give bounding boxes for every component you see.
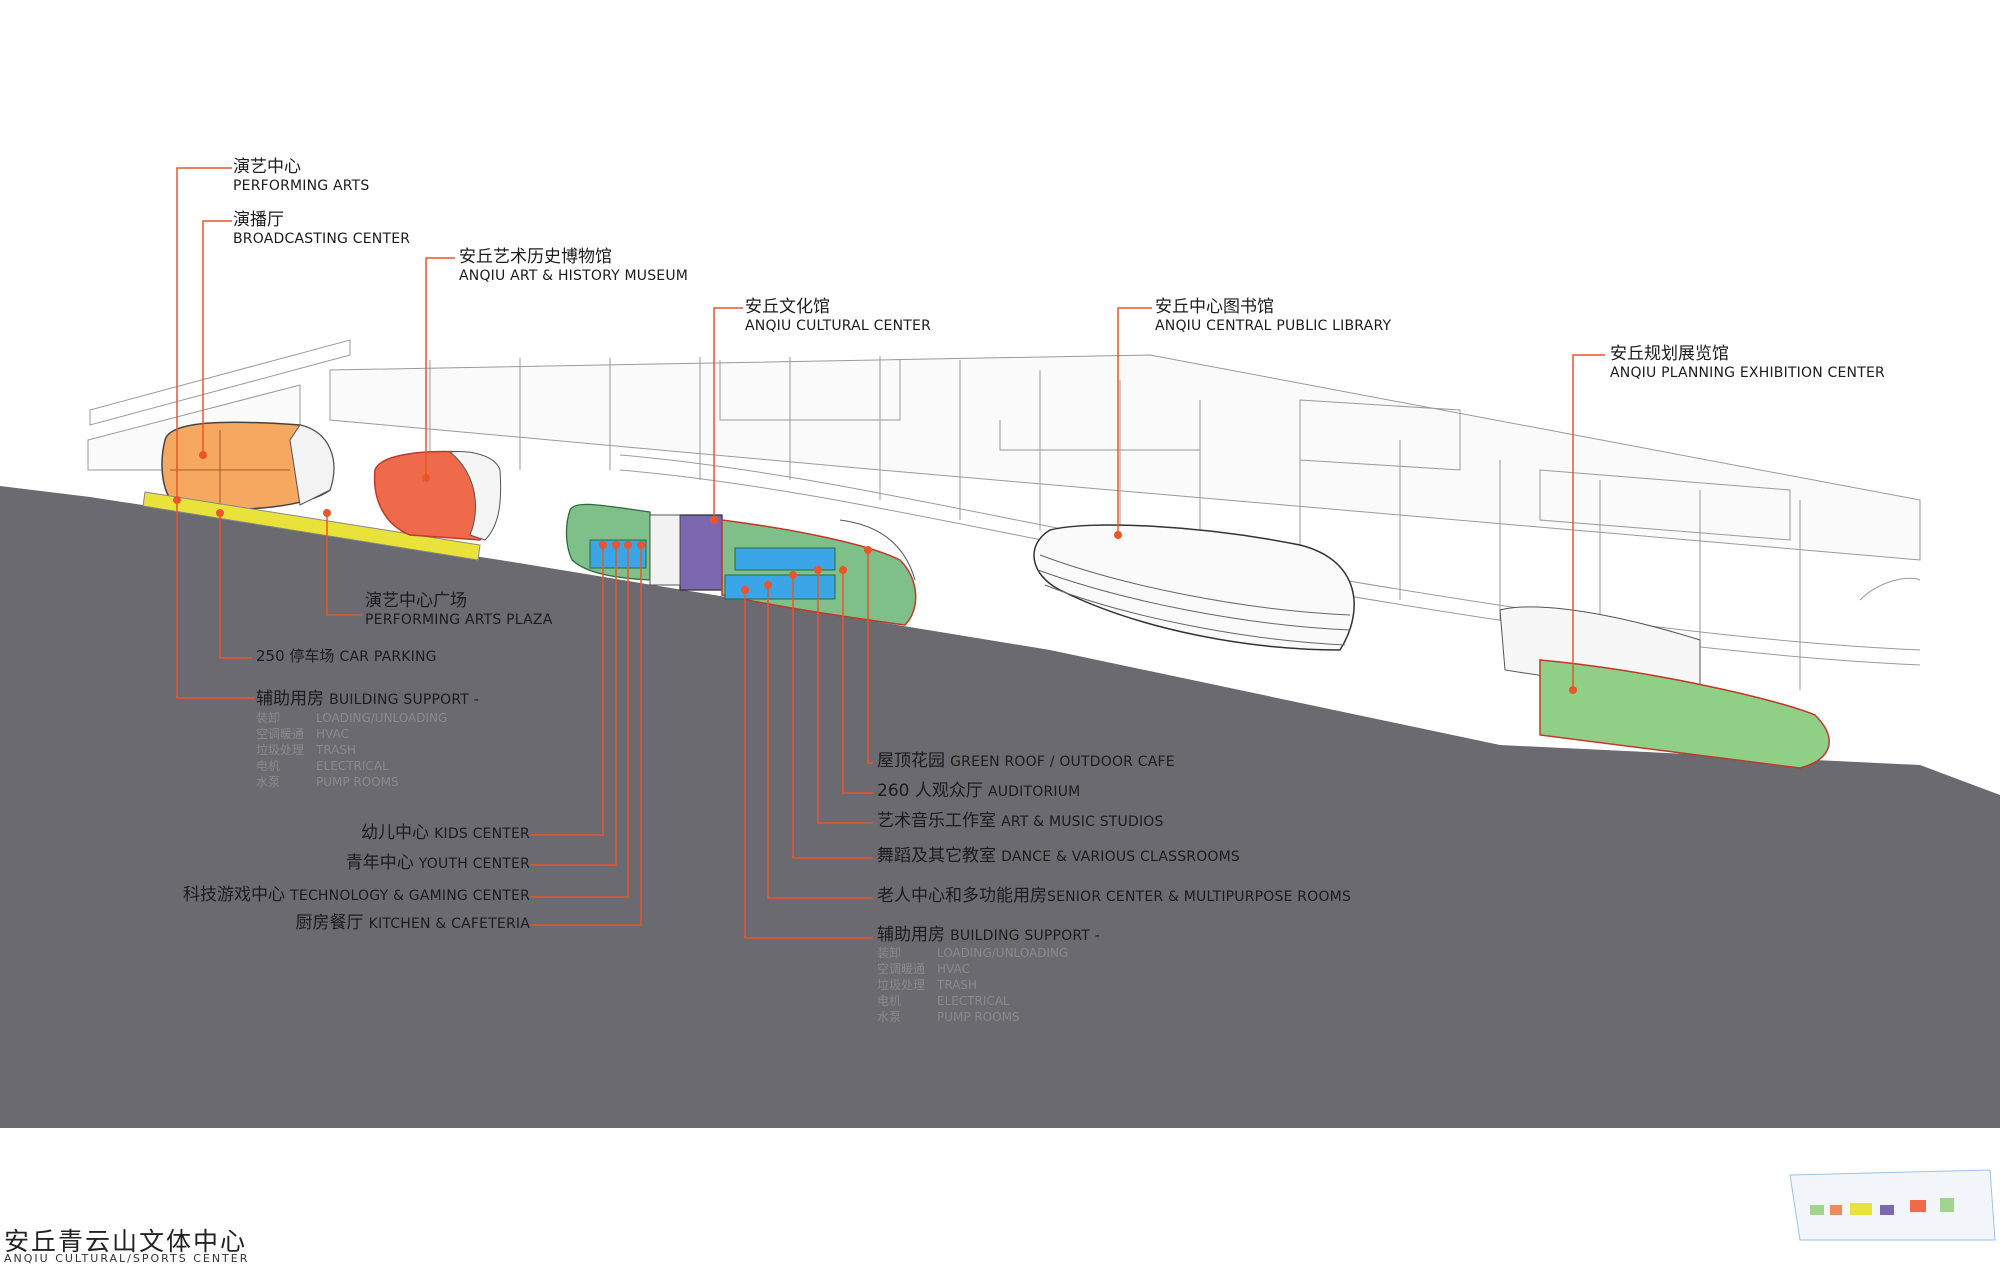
drawing-subtitle: ANQIU CULTURAL/SPORTS CENTER [4,1252,250,1265]
library-building [1033,524,1355,651]
support-en: HVAC [316,727,349,741]
label-auditorium: 260 人观众厅 AUDITORIUM [877,781,1081,802]
label-technology-gaming-center: 科技游戏中心 TECHNOLOGY & GAMING CENTER [183,885,530,906]
label-zh: 屋顶花园 [877,751,945,771]
performing-arts-building [161,421,335,510]
label-cultural-center: 安丘文化馆 ANQIU CULTURAL CENTER [745,297,931,334]
label-en: CAR PARKING [339,649,437,665]
label-zh: 安丘艺术历史博物馆 [459,247,612,267]
label-zh: 安丘文化馆 [745,297,830,317]
label-en: ANQIU CENTRAL PUBLIC LIBRARY [1155,317,1392,334]
label-car-parking: 250 停车场 CAR PARKING [256,647,437,665]
label-en: GREEN ROOF / OUTDOOR CAFE [950,754,1175,770]
support-en: PUMP ROOMS [937,1010,1020,1024]
label-zh: 幼儿中心 [361,823,430,843]
label-zh: 辅助用房 [877,925,945,945]
label-zh: 演艺中心 [233,157,301,177]
label-central-public-library: 安丘中心图书馆 ANQIU CENTRAL PUBLIC LIBRARY [1155,297,1392,334]
label-en: KIDS CENTER [434,826,530,842]
label-en: TECHNOLOGY & GAMING CENTER [290,888,530,904]
label-en: ART & MUSIC STUDIOS [1001,814,1164,830]
label-performing-arts: 演艺中心 PERFORMING ARTS [233,157,370,194]
label-zh: 厨房餐厅 [295,913,364,933]
label-zh: 舞蹈及其它教室 [877,846,996,866]
support-en: TRASH [937,978,978,992]
label-art-history-museum: 安丘艺术历史博物馆 ANQIU ART & HISTORY MUSEUM [459,247,689,284]
support-list-right: 装卸 LOADING/UNLOADING 空调暖通 HVAC 垃圾处理 TRASH 电… [877,945,1068,1025]
label-en: ANQIU ART & HISTORY MUSEUM [459,267,689,284]
label-youth-center: 青年中心 YOUTH CENTER [345,853,530,874]
support-en: HVAC [937,962,970,976]
support-zh: 装卸 [877,946,902,960]
label-planning-exhibition-center: 安丘规划展览馆 ANQIU PLANNING EXHIBITION CENTER [1610,344,1885,381]
label-green-roof: 屋顶花园 GREEN ROOF / OUTDOOR CAFE [877,751,1175,772]
support-en: ELECTRICAL [937,994,1010,1008]
label-building-support-left: 辅助用房 BUILDING SUPPORT - [256,689,479,710]
label-kitchen-cafeteria: 厨房餐厅 KITCHEN & CAFETERIA [295,913,530,934]
label-en: KITCHEN & CAFETERIA [368,916,530,932]
label-zh: 科技游戏中心 [183,885,286,905]
support-en: LOADING/UNLOADING [937,946,1069,960]
support-en: TRASH [316,743,357,757]
label-en: ANQIU CULTURAL CENTER [745,317,931,334]
label-en: YOUTH CENTER [418,856,530,872]
label-zh: 安丘中心图书馆 [1155,297,1274,317]
label-en: PERFORMING ARTS PLAZA [365,611,553,628]
support-zh: 电机 [256,759,281,773]
label-zh: 艺术音乐工作室 [877,811,996,831]
label-performing-arts-plaza: 演艺中心广场 PERFORMING ARTS PLAZA [365,591,553,628]
label-zh: 辅助用房 [256,689,324,709]
label-kids-center: 幼儿中心 KIDS CENTER [361,823,530,844]
support-en: ELECTRICAL [316,759,389,773]
support-zh: 水泵 [256,775,281,789]
key-map-thumbnail [1789,1169,1996,1241]
label-building-support-right: 辅助用房 BUILDING SUPPORT - [877,925,1100,946]
label-en: BROADCASTING CENTER [233,230,411,247]
ground-section [0,486,2000,1128]
leader-lines [176,167,1605,939]
drawing-title: 安丘青云山文体中心 [4,1227,248,1256]
label-zh: 青年中心 [345,853,414,873]
leader-dots [173,451,1577,694]
label-zh: 老人中心和多功能用房 [877,886,1047,906]
label-en: AUDITORIUM [987,784,1081,800]
support-zh: 水泵 [877,1010,902,1024]
support-zh: 空调暖通 [877,962,926,976]
support-zh: 垃圾处理 [256,743,305,757]
label-zh: 260 人观众厅 [877,781,983,801]
support-en: LOADING/UNLOADING [316,711,448,725]
support-en: PUMP ROOMS [316,775,399,789]
support-zh: 电机 [877,994,902,1008]
label-en: SENIOR CENTER & MULTIPURPOSE ROOMS [1047,889,1352,905]
label-en: PERFORMING ARTS [233,177,370,194]
label-en: ANQIU PLANNING EXHIBITION CENTER [1610,364,1885,381]
label-zh: 演播厅 [233,210,284,230]
label-en: DANCE & VARIOUS CLASSROOMS [1001,849,1241,865]
label-zh: 演艺中心广场 [365,591,467,611]
label-art-music-studios: 艺术音乐工作室 ART & MUSIC STUDIOS [877,811,1164,832]
label-zh: 安丘规划展览馆 [1610,344,1729,364]
label-broadcasting-center: 演播厅 BROADCASTING CENTER [233,210,411,247]
label-senior-center: 老人中心和多功能用房SENIOR CENTER & MULTIPURPOSE R… [877,886,1352,907]
label-en: BUILDING SUPPORT - [950,928,1100,944]
support-zh: 空调暖通 [256,727,305,741]
planning-exhibition-building [1499,606,1830,769]
label-dance-classrooms: 舞蹈及其它教室 DANCE & VARIOUS CLASSROOMS [877,846,1241,867]
museum-building [373,450,502,541]
parking-strip [142,491,481,561]
support-zh: 垃圾处理 [877,978,926,992]
label-zh: 250 停车场 [256,647,335,665]
label-en: BUILDING SUPPORT - [329,692,479,708]
support-list-left: 装卸 LOADING/UNLOADING 空调暖通 HVAC 垃圾处理 TRASH 电… [256,710,447,790]
support-zh: 装卸 [256,711,281,725]
